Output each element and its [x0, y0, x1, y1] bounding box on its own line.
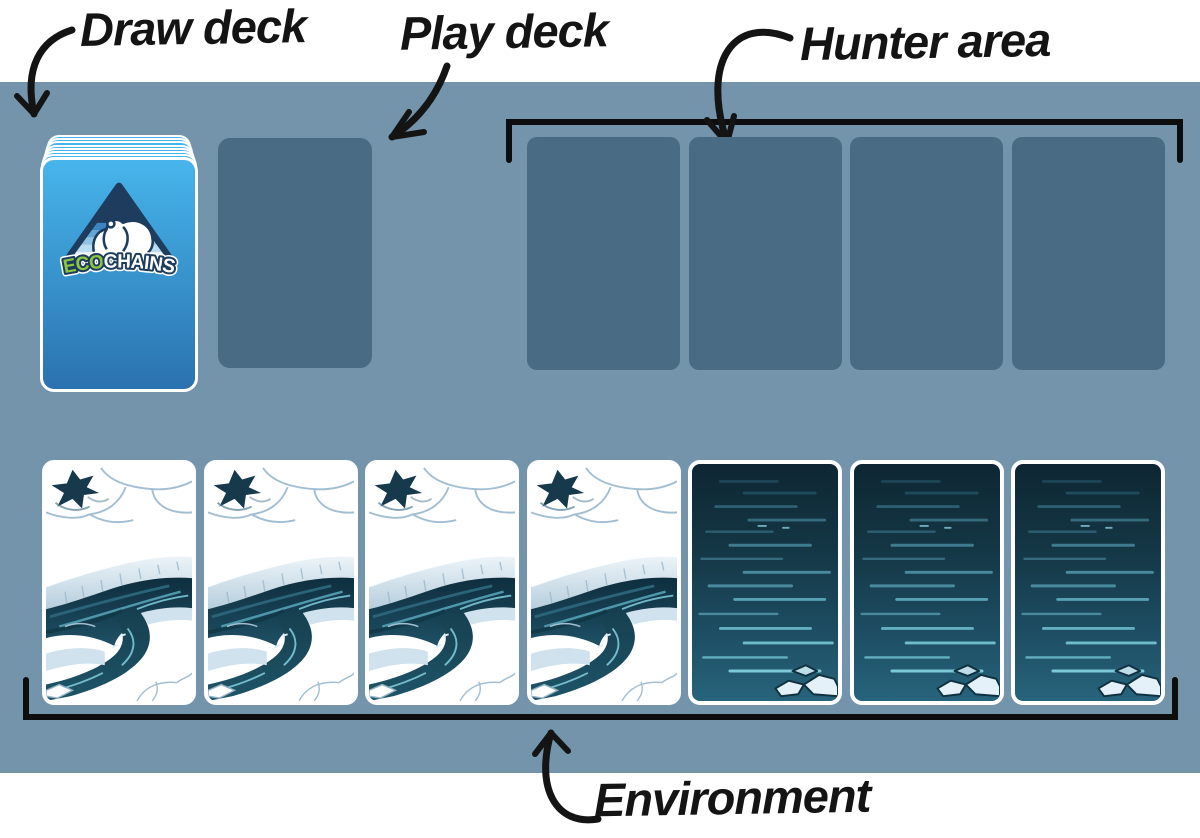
polar-bear-icon: [92, 218, 154, 257]
ecochains-logo: ECOCHAINS ECOCHAINS: [58, 182, 180, 282]
draw-deck-label: Draw deck: [79, 0, 307, 56]
hunter-slot[interactable]: [1011, 137, 1165, 370]
environment-card-ice[interactable]: [365, 460, 519, 705]
environment-card-ice[interactable]: [42, 460, 196, 705]
hunter-slot[interactable]: [850, 137, 1003, 370]
environment-label: Environment: [593, 768, 871, 827]
logo-text-chains: CHAINS: [103, 251, 177, 278]
environment-card-water[interactable]: [849, 460, 1004, 705]
environment-card-ice[interactable]: [203, 460, 358, 705]
play-deck-slot[interactable]: [218, 138, 372, 368]
environment-card-ice[interactable]: [526, 460, 681, 705]
environment-card-water[interactable]: [688, 460, 842, 705]
draw-deck-card-back: ECOCHAINS ECOCHAINS: [40, 157, 198, 392]
svg-text:ECOCHAINS: ECOCHAINS: [62, 251, 177, 278]
environment-card-water[interactable]: [1011, 460, 1165, 705]
hunter-area-label: Hunter area: [799, 12, 1051, 71]
play-deck-label: Play deck: [399, 3, 609, 60]
draw-deck[interactable]: ECOCHAINS ECOCHAINS: [40, 135, 198, 392]
hunter-slot[interactable]: [688, 137, 842, 370]
hunter-slot[interactable]: [527, 137, 680, 370]
